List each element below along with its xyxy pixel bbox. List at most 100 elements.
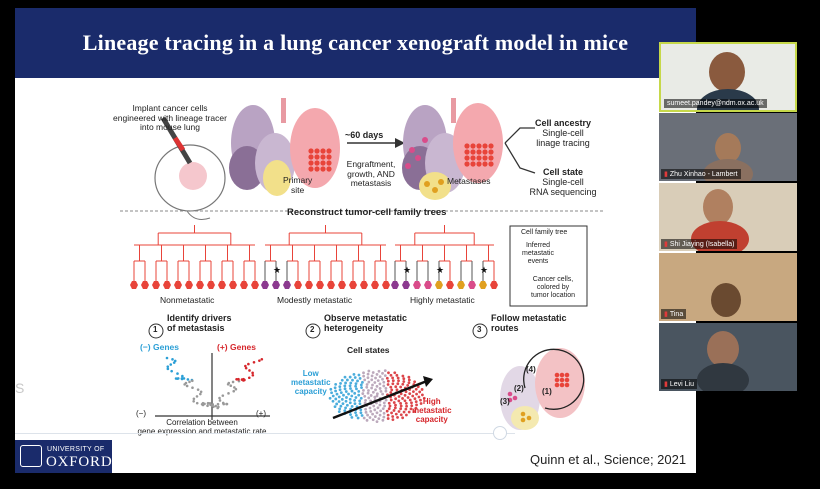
volcano-point <box>176 377 179 380</box>
oxford-crest-icon <box>20 445 42 467</box>
cell-state-point <box>387 401 391 405</box>
cell-state-point <box>354 396 358 399</box>
tumor-cell <box>326 160 332 166</box>
cell-state-point <box>383 404 387 408</box>
tree-leaf-cell <box>446 281 454 289</box>
volcano-point <box>216 402 220 406</box>
axis-plus: (+) <box>256 409 266 418</box>
tree-label-high: Highly metastatic <box>410 295 475 305</box>
cell-state-point <box>369 394 373 397</box>
cell-state-point <box>383 374 387 378</box>
cell-state-point <box>362 374 366 378</box>
cell-state-point <box>407 381 411 385</box>
volcano-point <box>199 392 202 396</box>
video-tile-1[interactable]: sumeet.pandey@ndm.ox.ac.uk <box>659 42 797 112</box>
metastasis-dots <box>405 137 494 193</box>
cell-state-point <box>385 409 389 413</box>
cell-state-point <box>355 387 358 391</box>
cell-state-point <box>360 386 363 390</box>
video-tile-4[interactable]: ▮Tina <box>659 253 797 321</box>
cell-state-point <box>408 398 412 402</box>
cell-state-point <box>366 376 370 380</box>
cell-state-point <box>357 393 361 397</box>
tumor-cell <box>482 155 488 161</box>
cell-state-point <box>411 394 415 398</box>
tumor-cell <box>320 160 326 166</box>
legend-title: Cell family tree <box>521 229 568 236</box>
cell-state-point <box>415 403 418 407</box>
video-tile-2[interactable]: ▮Zhu Xinhao - Lambert <box>659 113 797 181</box>
volcano-point <box>176 372 179 375</box>
cell-state-point <box>396 415 399 419</box>
tree-leaf-cell <box>360 281 368 289</box>
cell-state-point <box>385 376 389 380</box>
cell-state-point <box>331 394 335 398</box>
step-1-text-1: Identify drivers <box>167 313 232 323</box>
tumor-cell <box>308 160 314 166</box>
cell-state-point <box>406 384 410 387</box>
step-2-num: 2 <box>310 325 315 334</box>
cell-state-point <box>359 408 363 412</box>
volcano-point <box>225 402 228 406</box>
tumor-cell <box>464 161 470 167</box>
cell-state-point <box>345 378 349 382</box>
routes-lung <box>500 348 585 430</box>
cell-state-point <box>402 377 406 381</box>
cell-state-point <box>382 384 386 388</box>
cell-state-point <box>413 380 417 384</box>
tree-leaf-cell <box>152 281 160 289</box>
legend-cells-2: colored by <box>536 283 570 291</box>
cell-state-point <box>379 409 383 413</box>
tree-leaf-cell <box>402 281 410 289</box>
cell-state-point <box>407 410 411 414</box>
cell-state-point <box>399 407 403 411</box>
cell-state-point <box>404 413 408 417</box>
cell-state-point <box>378 382 382 386</box>
route-cell <box>559 372 565 378</box>
cell-state-point <box>389 391 393 394</box>
volcano-xlabel-2: gene expression and metastatic rate <box>137 426 267 436</box>
days-label: ~60 days <box>345 130 384 140</box>
cell-ancestry-sub-1: Single-cell <box>542 128 584 139</box>
cell-state-point <box>360 414 364 417</box>
cell-state-point <box>376 406 380 410</box>
video-tile-3[interactable]: ▮Shi Jiaying (Isabella) <box>659 183 797 251</box>
tumor-cell <box>308 154 314 160</box>
cell-state-point <box>376 379 380 383</box>
cell-state-point <box>367 389 370 392</box>
cell-state-point <box>373 381 377 384</box>
cell-state-point <box>354 413 358 417</box>
cell-state-point <box>353 402 357 406</box>
cell-state-point <box>371 390 375 394</box>
metastasis-cell <box>405 163 411 169</box>
cell-state-point <box>348 384 352 388</box>
cell-state-point <box>362 371 365 375</box>
cell-state-point <box>345 396 348 399</box>
cell-state-point <box>384 389 388 393</box>
progress-handle[interactable] <box>493 426 507 440</box>
cell-state-point <box>338 388 342 392</box>
cell-state-point <box>403 399 407 403</box>
tumor-cell <box>482 143 488 149</box>
metastasis-cell <box>438 179 444 185</box>
tumor-cell <box>314 160 320 166</box>
cell-state-point <box>374 388 377 392</box>
cell-state-point <box>414 387 418 391</box>
cell-state-point <box>395 373 399 377</box>
tree-label-modest: Modestly metastatic <box>277 295 353 305</box>
slide-title: Lineage tracing in a lung cancer xenogra… <box>82 30 629 55</box>
cell-state-point <box>342 393 345 397</box>
cell-state-point <box>357 389 361 393</box>
volcano-point <box>191 379 194 383</box>
tumor-cell <box>488 161 494 167</box>
volcano-point <box>218 399 222 402</box>
tumor-cell <box>476 161 482 167</box>
tree-label-nonmetastatic: Nonmetastatic <box>160 295 215 305</box>
volcano-point <box>260 357 264 361</box>
cell-state-point <box>339 391 343 394</box>
video-tile-5[interactable]: ▮Levi Liu <box>659 323 797 391</box>
route-cell <box>554 377 560 383</box>
tumor-cell <box>308 148 314 154</box>
cell-state-point <box>394 412 398 416</box>
cell-state-point <box>350 389 354 393</box>
